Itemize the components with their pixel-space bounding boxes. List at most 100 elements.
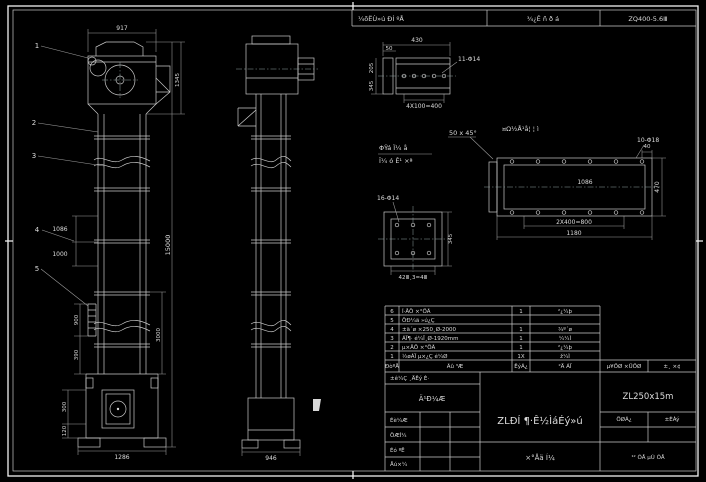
detail-plate: 10-Φ18 1086 2X400=800 1180 470 40: [484, 137, 666, 240]
boot-housing: [85, 373, 159, 439]
part-no: 6: [390, 309, 394, 315]
dim-flange-pitch: 42Ⅲ¸3=4Ⅲ: [399, 275, 428, 281]
model-number: ZL250x15m: [623, 392, 674, 402]
section-mark: [313, 399, 321, 411]
drawing-title: ZLÐÍ ¶·Ê½ÌáÉý»ú: [497, 414, 582, 427]
balloon-leaders: [37, 45, 105, 307]
side-bracket: [87, 303, 97, 337]
weight-label: ÖØÁ¿: [616, 416, 631, 423]
boot-housing-side: [247, 397, 295, 441]
dim-390: 390: [74, 349, 80, 360]
break-line-upper: [93, 156, 151, 169]
part-name: ½øÁÏ µ×¿Ç é¼Ø: [402, 353, 448, 360]
dim-side-base-width: 946: [265, 455, 277, 462]
part-no: 4: [390, 327, 394, 333]
dim-channel-left-a: 205: [369, 62, 375, 73]
part-no: 2: [390, 345, 394, 351]
drive-gearbox: [89, 59, 107, 77]
detail-channel: 430 50 11-Φ14 4X100=400 205 345: [369, 37, 480, 110]
part-mat: ž¼Ì: [560, 353, 570, 360]
balloon-3: 3: [32, 152, 36, 160]
scale-label: ±ÈÀý: [665, 415, 680, 423]
header-strip: ¼õËÙ»ú ÐÍ ºÅ ¾¿Ê ñ ð á ZQ400-5.6Ⅲ: [351, 10, 696, 27]
casing-walls: [97, 114, 147, 374]
dim-plate-pitch: 2X400=800: [556, 219, 592, 226]
flange-holes-label: 16-Φ14: [377, 195, 399, 202]
strip-center-label: ¾¿Ê ñ ð á: [527, 14, 559, 23]
parts-list: 6 Í·ÂÖ ×°ÖÃ 1 ²¿¼þ 5 ÖÐ¼ä »ú¿Ç 4 ±ä´ø ×2…: [384, 305, 696, 471]
parts-header-name: Ãû ³Æ: [447, 363, 464, 370]
detail-notes: ΦŸá Ï¼ å Î¼ ó Ê¹ ×ª 50 x 45° ¤Ω½Å¹å¦ ¦ ì: [378, 124, 539, 165]
sheet-frame: [5, 2, 703, 479]
dim-plate-40: 40: [644, 144, 651, 150]
strip-left-label: ¼õËÙ»ú ÐÍ ºÅ: [358, 14, 404, 23]
dim-900: 900: [74, 314, 80, 325]
channel-holes-label: 11-Φ14: [458, 56, 480, 63]
part-mat: ¾º´ø: [558, 326, 573, 333]
casing-walls-side: [255, 94, 287, 398]
title-block: ±ê¼Ç ¸ÄÊý È· Ä¹Ð¼Æ ZLÐÍ ¶·Ê½ÌáÉý»ú ZL250…: [385, 372, 696, 471]
dim-channel-width: 430: [411, 37, 423, 44]
wall-bracket: [237, 107, 257, 127]
part-no: 1: [390, 354, 394, 360]
dim-300: 300: [62, 401, 68, 412]
dim-lower-section: 3000: [156, 328, 162, 342]
parts-header-mat: ²Ä ÁÏ: [558, 363, 571, 370]
sig-design-label: Éè¼Æ: [390, 416, 408, 424]
dim-flange-side: 345: [448, 233, 454, 244]
parts-header-qty: ÊýÁ¿: [514, 362, 527, 370]
note-line-2: Î¼ ó Ê¹ ×ª: [379, 156, 413, 165]
parts-header-remark: ±¸ ×¢: [663, 364, 680, 370]
head-housing: [87, 55, 157, 105]
sig-draw-label: ÖÆÍ¼: [390, 432, 407, 439]
sig-approve-label: Åú×¼: [390, 461, 408, 468]
front-view-elevator: 1 2 3 4 5 917 15000 1345 3000 1086 1000 …: [32, 25, 185, 461]
plate-holes-label: 10-Φ18: [637, 137, 659, 144]
dim-channel-pitch: 4X100=400: [406, 103, 442, 110]
part-name: ÁÏ¶· é¼Î¸Ø-1920mm: [402, 335, 459, 342]
dim-1000: 1000: [52, 251, 67, 258]
dim-overall-height: 15000: [164, 235, 172, 256]
part-name: ÖÐ¼ä »ú¿Ç: [402, 317, 435, 324]
part-name: ±ä´ø ×250¸Ø-2000: [402, 326, 457, 333]
dim-120: 120: [62, 425, 68, 436]
chamfer-note: 50 x 45°: [449, 129, 477, 137]
dim-head-height: 1345: [175, 73, 181, 87]
dim-head-width: 917: [116, 25, 128, 32]
part-qty: 1: [519, 309, 523, 315]
part-qty: 1X: [517, 354, 524, 360]
dim-1086: 1086: [52, 226, 67, 233]
dim-plate-1086: 1086: [577, 179, 592, 186]
part-name: µ×ÂÖ ×°ÖÃ: [402, 344, 435, 351]
company-name: Ä¹Ð¼Æ: [419, 394, 446, 403]
sig-check-label: Éó ºË: [390, 446, 405, 454]
dim-base-width: 1286: [114, 454, 129, 461]
sheet-count-label: ¹² ÕÅ µÚ ÕÅ: [631, 454, 665, 461]
part-qty: 1: [519, 336, 523, 342]
foot-left: [77, 437, 101, 448]
dim-channel-left-b: 345: [369, 80, 375, 91]
part-no: 5: [390, 318, 394, 324]
balloon-5: 5: [35, 265, 39, 273]
dim-channel-50: 50: [386, 46, 393, 52]
parts-header-weight: µ¥ÖØ ×ÜÖØ: [607, 363, 642, 370]
part-qty: 1: [519, 327, 523, 333]
drawing-type-label: ×°Åä Í¼: [525, 453, 555, 462]
side-view-elevator: 946: [236, 35, 321, 462]
strip-model-label: ZQ400-5.6Ⅲ: [628, 15, 667, 23]
revision-row-label: ±ê¼Ç ¸ÄÊý È·: [390, 374, 429, 382]
balloon-1: 1: [35, 42, 39, 50]
part-mat: ²¿¼þ: [558, 344, 572, 351]
break-line-lower: [93, 320, 151, 333]
inspection-door: [105, 393, 131, 425]
balloon-2: 2: [32, 119, 36, 127]
note-line-1: ΦŸá Ï¼ å: [379, 143, 408, 152]
balloon-4: 4: [35, 226, 40, 234]
part-qty: 1: [519, 345, 523, 351]
parts-header-no: ÐòºÅ: [385, 363, 399, 370]
dim-plate-length: 1180: [566, 230, 581, 237]
part-mat: ²¿¼þ: [558, 308, 572, 315]
part-no: 3: [390, 336, 394, 342]
